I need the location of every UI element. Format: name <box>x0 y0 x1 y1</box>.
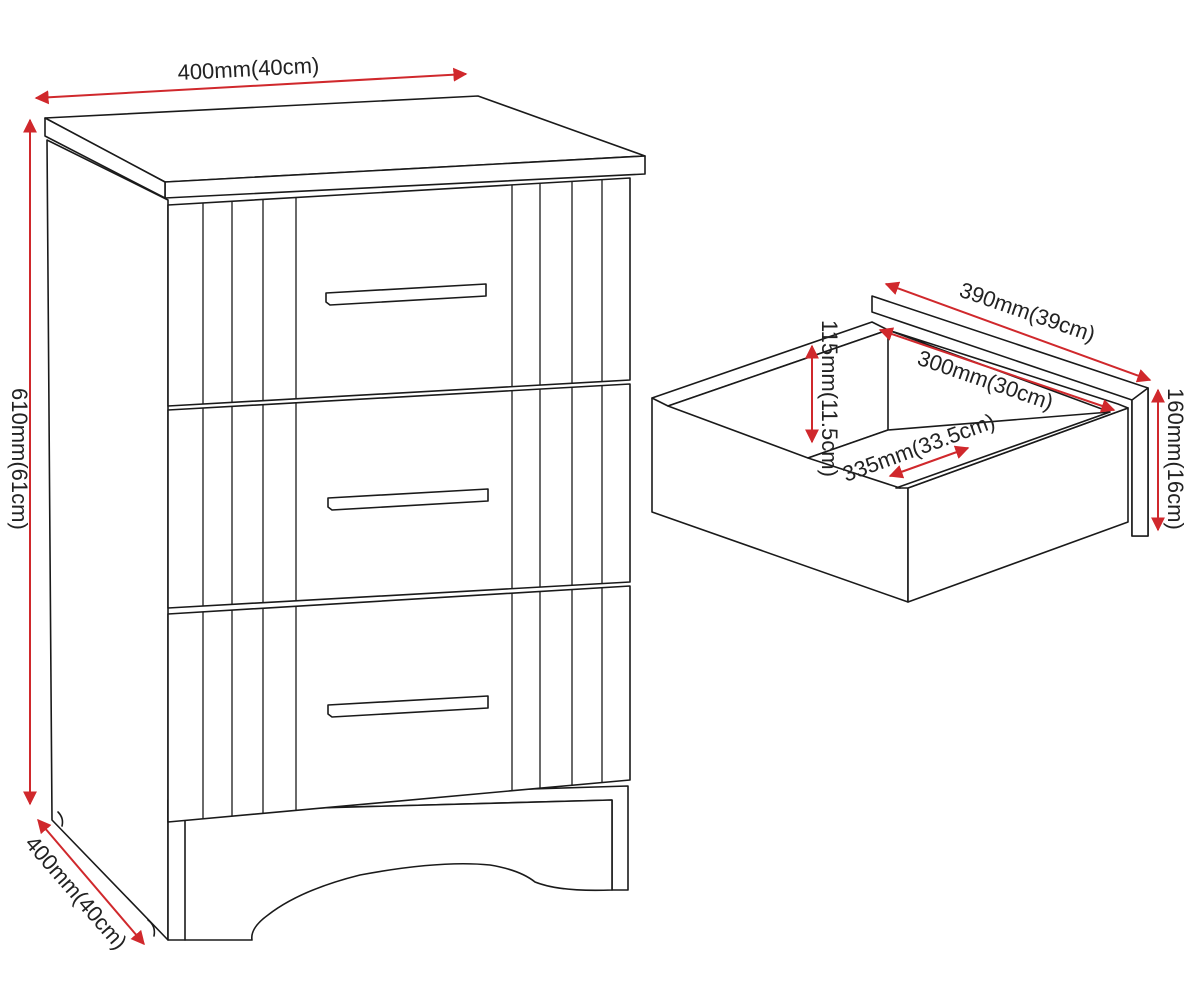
drawer-handle <box>327 488 489 511</box>
drawer-middle <box>167 383 631 609</box>
bedside-cabinet <box>44 95 646 941</box>
width-arrow <box>34 67 468 105</box>
drawer-inner-width-arrow <box>888 445 970 479</box>
drawer-bottom <box>167 585 631 823</box>
drawer-handle <box>327 695 489 718</box>
drawer-handle <box>325 283 487 306</box>
drawer-top <box>167 177 631 407</box>
cabinet-plinth-front <box>167 799 613 941</box>
dimension-lines <box>23 67 1165 946</box>
cabinet-front-foot <box>147 919 156 937</box>
cabinet-side-panel <box>46 139 169 941</box>
cabinet-top-side-edge <box>44 117 166 199</box>
cabinet-height-label: 610mm(61cm) <box>7 388 32 530</box>
depth-arrow <box>37 818 145 946</box>
drawer-outer-height-label: 160mm(16cm) <box>1163 388 1188 530</box>
drawer-inner-height-label: 115mm(11.5cm) <box>817 320 842 477</box>
drawer-front-panel-face <box>1131 387 1149 537</box>
drawer-inner-depth-arrow <box>878 327 1116 413</box>
cabinet-width-label: 400mm(40cm) <box>177 53 320 85</box>
